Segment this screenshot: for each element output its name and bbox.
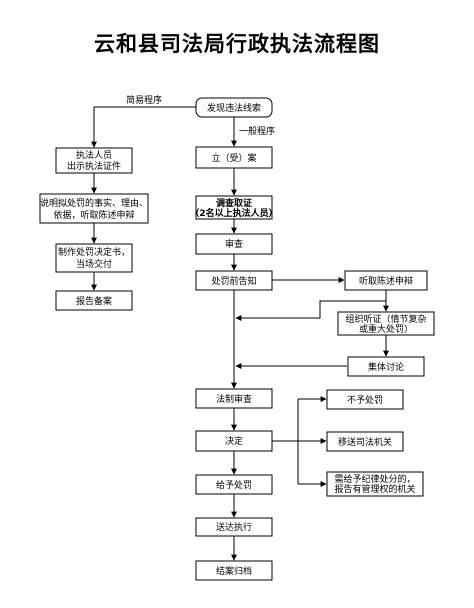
node-pre-notice: 处罚前告知: [195, 270, 273, 291]
page-title: 云和县司法局行政执法流程图: [94, 32, 380, 56]
node-serve-execute-label: 送达执行: [216, 521, 252, 533]
node-discover-label: 发现违法线索: [207, 102, 261, 114]
node-group-discussion: 集体讨论: [347, 356, 425, 377]
node-no-penalty-label: 不予处罚: [347, 394, 383, 406]
node-simple-report: 报告备案: [55, 290, 133, 311]
node-hearing-line1: 组织听证（情节复杂: [345, 313, 426, 325]
node-hearing-line2: 或重大处罚）: [359, 323, 413, 335]
node-report-authority-line1: 需给予纪律处分的，: [334, 473, 415, 485]
edge-discover-to-simple: [91, 106, 196, 148]
flowchart-edges: [91, 106, 389, 561]
node-hear-defense: 听取陈述申辩: [344, 270, 428, 291]
node-simple-explain: 说明拟处罚的事实、理由、 依据，听取陈述申辩: [39, 193, 149, 224]
node-discover: 发现违法线索: [195, 97, 273, 118]
node-simple-show-id: 执法人员 出示执法证件: [55, 147, 133, 174]
node-decision: 决定: [195, 430, 273, 452]
node-case-filing-label: 立（受）案: [211, 152, 256, 164]
node-simple-show-id-line2: 出示执法证件: [67, 160, 121, 172]
node-review: 审查: [195, 233, 273, 255]
node-investigate: 调查取证 （2名以上执法人员）: [190, 195, 278, 220]
node-close-archive-label: 结案归档: [216, 565, 252, 577]
node-hear-defense-label: 听取陈述申辩: [359, 275, 413, 287]
node-no-penalty: 不予处罚: [326, 389, 404, 410]
node-legal-review-label: 法制审查: [216, 393, 252, 405]
node-impose-penalty-label: 给予处罚: [216, 479, 252, 491]
node-serve-execute: 送达执行: [195, 517, 273, 537]
node-impose-penalty: 给予处罚: [195, 474, 273, 495]
node-report-authority-line2: 报告有管理权的机关: [334, 483, 415, 495]
node-legal-review: 法制审查: [195, 388, 273, 409]
edge-label-simple: 简易程序: [126, 94, 162, 106]
node-simple-decide-line1: 制作处罚决定书，: [58, 246, 130, 258]
node-close-archive: 结案归档: [195, 560, 273, 581]
node-investigate-line1: 调查取证: [216, 197, 252, 209]
node-transfer-judicial: 移送司法机关: [326, 431, 404, 452]
node-pre-notice-label: 处罚前告知: [211, 275, 256, 287]
node-review-label: 审查: [225, 238, 243, 250]
node-group-discussion-label: 集体讨论: [368, 361, 404, 373]
node-simple-show-id-line1: 执法人员: [76, 149, 112, 161]
node-hearing: 组织听证（情节复杂 或重大处罚）: [337, 311, 435, 336]
node-simple-decide-line2: 当场交付: [76, 258, 112, 270]
node-simple-decide: 制作处罚决定书， 当场交付: [55, 243, 133, 273]
node-simple-explain-line1: 说明拟处罚的事实、理由、: [40, 197, 148, 209]
edge-defense-back-to-main: [235, 300, 386, 321]
node-investigate-line2: （2名以上执法人员）: [190, 207, 277, 219]
edge-label-general: 一般程序: [239, 125, 275, 137]
node-simple-report-label: 报告备案: [76, 295, 112, 307]
node-case-filing: 立（受）案: [195, 146, 273, 169]
node-simple-explain-line2: 依据，听取陈述申辩: [53, 209, 134, 221]
node-decision-label: 决定: [225, 435, 243, 447]
node-transfer-judicial-label: 移送司法机关: [338, 436, 392, 448]
node-report-authority: 需给予纪律处分的， 报告有管理权的机关: [326, 471, 424, 497]
